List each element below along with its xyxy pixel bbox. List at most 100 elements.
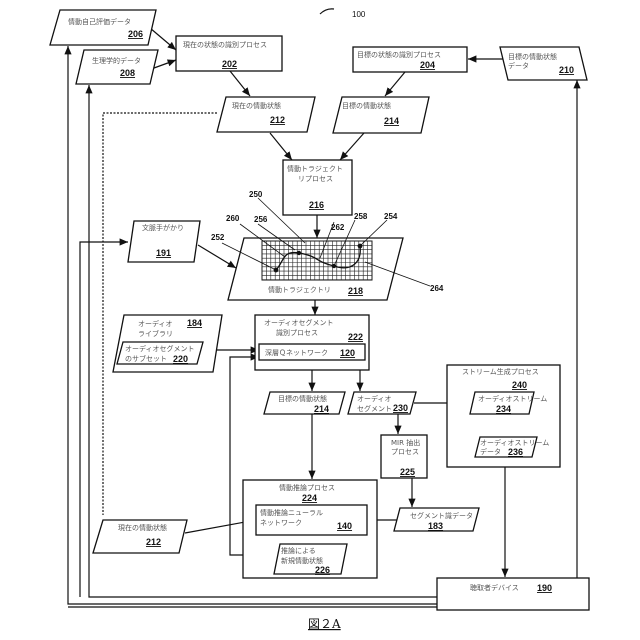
ref-number: 206 [128,29,143,39]
ref-number: 208 [120,68,135,78]
ref-number: 204 [420,60,435,70]
node-218: 情動トラジェクトリ 218 [228,238,403,300]
node-204: 目標の状態の識別プロセス 204 [353,47,467,72]
ref-number: 212 [146,537,161,547]
node-184: オーディオ ライブラリ 184 オーディオセグメント のサブセット 220 [113,315,222,372]
label: のサブセット [125,354,167,363]
ref-number: 240 [512,380,527,390]
ref-252: 252 [211,233,225,242]
figure-label: 図２A [308,617,341,631]
node-226: 推論による 新規情動状態 226 [274,544,347,575]
node-216: 情動トラジェクト リプロセス 216 [283,160,352,215]
label: 識別プロセス [276,328,318,337]
node-206: 情動自己評価データ 206 [50,10,156,45]
ref-254: 254 [384,212,398,221]
label: 情動トラジェクト [287,164,343,173]
label: オーディオ [357,394,392,403]
label: オーディオセグメント [125,344,195,353]
label: 現在の状態の識別プロセス [183,40,267,49]
label: オーディオ [138,319,173,328]
label: オーディオストリーム [480,438,549,447]
ref-number: 183 [428,521,443,531]
node-212: 現在の情動状態 212 [217,97,315,132]
ref-number: 226 [315,565,330,575]
node-191: 文脈手がかり 191 [128,221,200,262]
node-190: 聴取者デバイス 190 [437,578,589,610]
label: セグメント [357,404,392,413]
ref-number: 212 [270,115,285,125]
ref-number: 184 [187,318,202,328]
ref-number: 216 [309,200,324,210]
ref-number: 214 [384,116,399,126]
node-220: オーディオセグメント のサブセット 220 [117,342,203,364]
node-230: オーディオ セグメント 230 [348,392,416,414]
ref-264: 264 [430,284,444,293]
node-212b: 現在の情動状態 212 [93,520,187,553]
ref-250: 250 [249,190,263,199]
label: 新規情動状態 [281,556,323,565]
node-208: 生理学的データ 208 [76,50,158,84]
figure-ref-number: 100 [352,10,366,19]
label: 文脈手がかり [142,223,184,232]
node-214b: 目標の情動状態 214 [264,392,345,414]
label: 目標の情動状態 [278,394,327,403]
label: 情動自己評価データ [68,17,131,26]
ref-number: 230 [393,403,408,413]
ref-256: 256 [254,215,268,224]
ref-260: 260 [226,214,240,223]
label: ライブラリ [138,329,173,338]
label: 目標の情動状態 [508,52,557,61]
node-240: ストリーム生成プロセス 240 オーディオストリーム 234 オーディオストリー… [447,365,560,467]
label: オーディオセグメント [264,318,334,327]
label: 生理学的データ [92,56,141,65]
ref-258: 258 [354,212,368,221]
ref-number: 120 [340,348,355,358]
ref-number: 191 [156,248,171,258]
label: データ [508,61,529,70]
label: 情動推論プロセス [279,483,335,492]
node-140: 情動推論ニューラル ネットワーク 140 [256,505,367,535]
label: 情動推論ニューラル [260,508,323,517]
label: 深層Ｑネットワーク [265,348,328,357]
label: ストリーム生成プロセス [462,367,539,376]
label: 推論による [281,546,316,555]
node-210: 目標の情動状態 データ 210 [500,47,587,80]
label: 情動トラジェクトリ [268,285,331,294]
node-214: 目標の情動状態 214 [333,97,429,133]
label: プロセス [391,448,419,456]
ref-number: 140 [337,521,352,531]
node-183: セグメント識データ 183 [394,508,479,531]
label: 目標の状態の識別プロセス [357,50,441,59]
grid-frame [262,241,372,280]
label: ネットワーク [260,519,302,527]
ref-number: 225 [400,467,415,477]
trajectory-point [297,251,301,255]
ref-number: 236 [508,447,523,457]
ref-number: 222 [348,332,363,342]
ref-number: 234 [496,404,511,414]
ref-number: 220 [173,354,188,364]
node-222: オーディオセグメント 識別プロセス 222 深層Ｑネットワーク 120 [255,315,369,370]
ref-number: 210 [559,65,574,75]
trajectory-grid [262,241,372,280]
label: 聴取者デバイス [470,583,519,592]
label: データ [480,447,501,456]
node-202: 現在の状態の識別プロセス 202 [176,36,282,71]
ref-number: 214 [314,404,329,414]
node-225: MIR 抽出 プロセス 225 [381,435,427,478]
ref-number: 218 [348,286,363,296]
label: オーディオストリーム [478,394,547,403]
node-120: 深層Ｑネットワーク 120 [259,344,365,360]
node-224: 情動推論プロセス 224 情動推論ニューラル ネットワーク 140 推論による … [243,480,377,578]
label: セグメント識データ [410,511,473,520]
label: 目標の情動状態 [342,101,391,110]
label: リプロセス [298,175,333,183]
ref-number: 224 [302,493,317,503]
label: 現在の情動状態 [232,101,281,110]
label: MIR 抽出 [391,438,420,447]
label: 現在の情動状態 [118,523,167,532]
ref-262: 262 [331,223,345,232]
ref-number: 190 [537,583,552,593]
ref-number: 202 [222,59,237,69]
